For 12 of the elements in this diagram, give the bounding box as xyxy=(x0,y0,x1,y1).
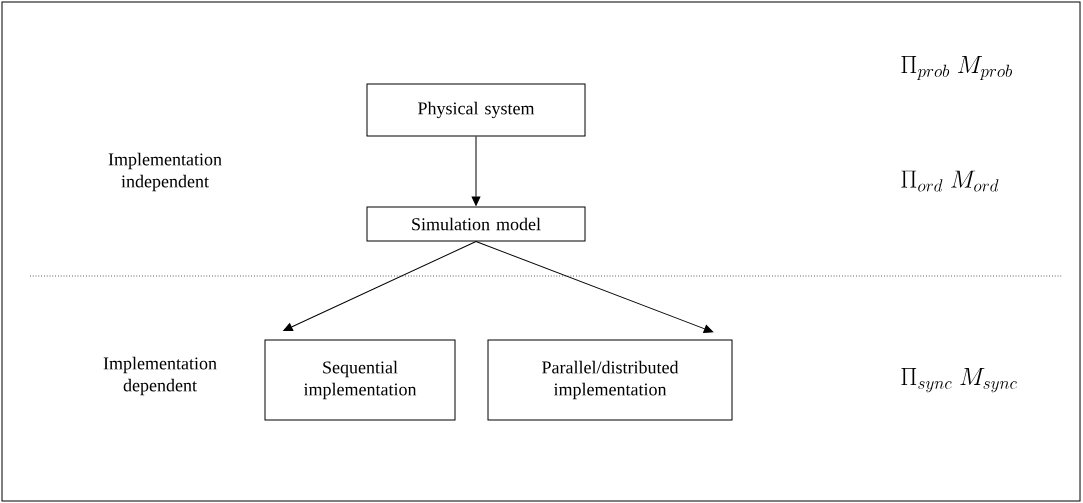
process-box: Physical system xyxy=(366,83,586,137)
process-box: Parallel/distributed implementation xyxy=(487,339,733,421)
process-box: Simulation model xyxy=(366,206,586,242)
arrow xyxy=(475,241,714,334)
process-box: Sequential implementation xyxy=(264,339,456,421)
side-label: Implementation dependent xyxy=(103,356,217,396)
formula-label: $\Pi_{ord}\;M_{ord}$ xyxy=(901,170,999,192)
arrow xyxy=(471,136,481,206)
arrow xyxy=(283,241,477,332)
side-label: Implementation independent xyxy=(108,152,222,192)
formula-label: $\Pi_{sync}\;M_{sync}$ xyxy=(901,367,1017,393)
formula-label: $\Pi_{prob}\;M_{prob}$ xyxy=(901,55,1012,81)
